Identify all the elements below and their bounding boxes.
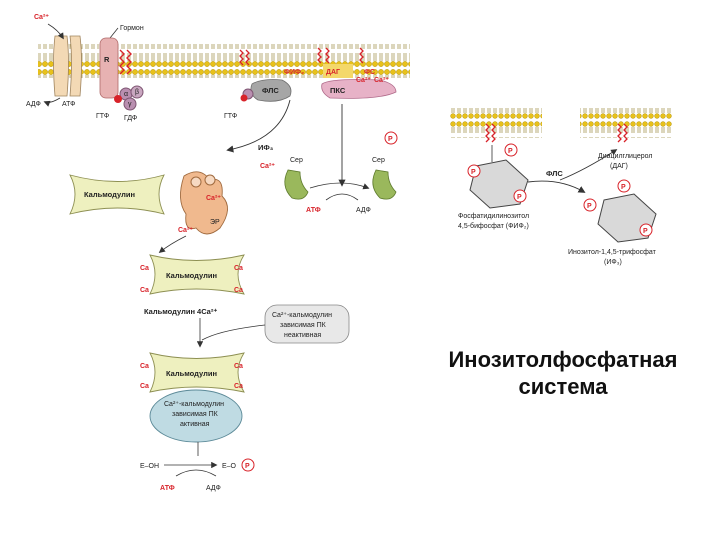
adp-dark-label: АДФ <box>356 207 371 214</box>
p-badge-1: P <box>388 136 393 143</box>
ca-cyt-label: Ca²⁺ <box>260 163 275 170</box>
gamma-label: γ <box>128 101 132 108</box>
protein-kinase-c <box>321 79 397 99</box>
right-membrane-2 <box>580 108 672 138</box>
calmodulin-1 <box>69 174 165 215</box>
alpha-label: α <box>124 91 128 98</box>
ca-site-6: Ca <box>140 383 149 390</box>
pkc-ca-label-1: Ca²⁺ <box>356 77 371 84</box>
atp-bottom-label: АТФ <box>160 485 175 492</box>
ps-label: ФС <box>364 69 375 76</box>
inactive-line-1: Ca²⁺-кальмодулин <box>272 312 332 319</box>
ip3-line-2: (ИФ₃) <box>604 259 622 266</box>
calmodulin-2 <box>149 254 245 295</box>
dag-line-1: Диацилглицерол <box>598 153 652 160</box>
calmodulin-1-label: Кальмодулин <box>84 190 135 199</box>
dag-label: ДАГ <box>326 69 340 76</box>
ca-site-3: Ca <box>234 265 243 272</box>
ca-er-label: Ca²⁺ <box>206 195 221 202</box>
calcium-channel <box>53 35 82 97</box>
active-line-1: Ca²⁺-кальмодулин <box>164 401 224 408</box>
slide-title-line-2: система <box>518 374 608 399</box>
ca-top-label: Ca²⁺ <box>34 14 49 21</box>
active-line-2: зависимая ПК <box>172 411 219 418</box>
calmodulin-3-label: Кальмодулин <box>166 369 217 378</box>
plc-label: ФЛС <box>262 86 279 95</box>
pip2-line-2: 4,5-бифосфат (ФИФ₂) <box>458 222 529 230</box>
right-membrane-1 <box>450 108 542 138</box>
p-badge-4: P <box>471 169 476 176</box>
cal4ca-label: Кальмодулин 4Ca²⁺ <box>144 307 217 316</box>
gtp-label: ГТФ <box>96 113 109 120</box>
gtp2-label: ГТФ <box>224 113 237 120</box>
calmodulin-2-label: Кальмодулин <box>166 271 217 280</box>
g-protein <box>114 85 144 111</box>
ca-site-2: Ca <box>140 287 149 294</box>
phospho-substrate-protein <box>372 169 397 200</box>
pkc-ca-label-2: Ca²⁺ <box>374 77 389 84</box>
slide-title: Инозитолфосфатная система <box>408 346 718 400</box>
atp-red-label: АТФ <box>306 207 321 214</box>
ca-site-7: Ca <box>234 363 243 370</box>
endoplasmic-reticulum <box>180 171 228 235</box>
inactive-line-3: неактивная <box>284 332 321 339</box>
substrate-protein <box>284 169 309 200</box>
hormone-label: Гормон <box>120 25 144 32</box>
ca-site-4: Ca <box>234 287 243 294</box>
ca-site-1: Ca <box>140 265 149 272</box>
e-oh-label: E–OH <box>140 463 159 470</box>
p-badge-8: P <box>643 228 648 235</box>
adp-label: АДФ <box>26 101 41 108</box>
ca-site-5: Ca <box>140 363 149 370</box>
hormone-receptor <box>99 37 132 99</box>
gdp-label: ГДФ <box>124 115 137 122</box>
ip3-arrow <box>226 99 291 153</box>
pkc-label: ПКС <box>330 86 346 95</box>
p-badge-6: P <box>621 184 626 191</box>
ser-right-label: Сер <box>372 157 385 164</box>
ip3-line-1: Инозитол-1,4,5-трифосфат <box>568 249 657 256</box>
receptor-label: R <box>104 55 110 64</box>
right-plc-label: ФЛС <box>546 169 563 178</box>
p-badge-7: P <box>587 203 592 210</box>
pip2-label: ФИФ₂ <box>284 69 304 76</box>
active-kinase <box>149 389 243 443</box>
active-line-3: активная <box>180 421 210 428</box>
atp-label: АТФ <box>62 101 76 108</box>
p-badge-5: P <box>517 194 522 201</box>
membrane-lipid-tails <box>239 47 364 66</box>
cell-membrane <box>38 44 410 78</box>
calmodulin-3 <box>149 352 245 393</box>
p-badge-2: P <box>245 463 250 470</box>
phospholipase-c <box>240 79 292 102</box>
p-badge-3: P <box>508 148 513 155</box>
pip2-line-1: Фосфатидилинозитол <box>458 213 529 220</box>
ser-left-label: Сер <box>290 157 303 164</box>
ca-release-label: Ca²⁺ <box>178 227 193 234</box>
adp-bottom-label: АДФ <box>206 485 221 492</box>
beta-label: β <box>135 89 139 96</box>
e-op-label: E–O <box>222 463 237 470</box>
inactive-line-2: зависимая ПК <box>280 322 327 329</box>
ip3-label: ИФ₃ <box>258 143 274 152</box>
er-label: ЭР <box>210 219 220 226</box>
dag-line-2: (ДАГ) <box>610 163 628 170</box>
slide-title-line-1: Инозитолфосфатная <box>448 347 678 372</box>
inactive-kinase-box <box>264 304 350 344</box>
ca-site-8: Ca <box>234 383 243 390</box>
